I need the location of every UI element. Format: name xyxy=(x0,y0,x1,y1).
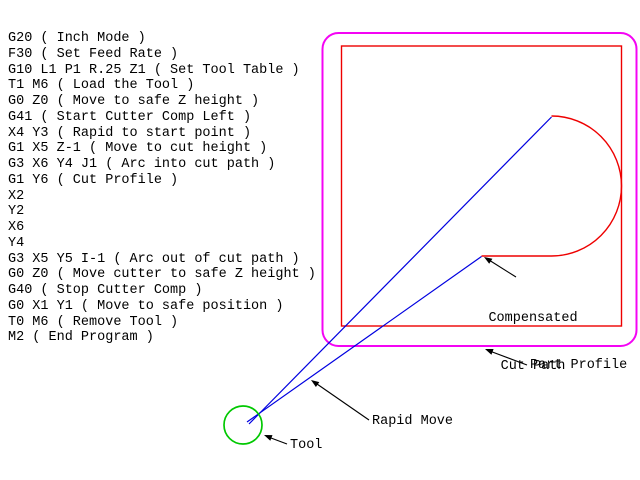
gcode-line: G1 Y6 ( Cut Profile ) xyxy=(8,172,179,188)
rapid-move-arrow-head xyxy=(311,380,320,387)
label-compensated-cut-path-line2: Cut Path xyxy=(500,358,566,374)
gcode-line: G10 L1 P1 R.25 Z1 ( Set Tool Table ) xyxy=(8,62,300,78)
return-move-line xyxy=(248,116,552,425)
gcode-line: T1 M6 ( Load the Tool ) xyxy=(8,78,195,94)
gcode-line: F30 ( Set Feed Rate ) xyxy=(8,46,179,62)
gcode-listing: G20 ( Inch Mode )F30 ( Set Feed Rate )G1… xyxy=(8,31,316,346)
gcode-line: T0 M6 ( Remove Tool ) xyxy=(8,314,179,330)
gcode-line: G3 X6 Y4 J1 ( Arc into cut path ) xyxy=(8,157,276,172)
tool-arrow-head xyxy=(264,435,273,441)
label-compensated-cut-path: Compensated Cut Path xyxy=(443,280,623,406)
label-part-profile: Part Profile xyxy=(530,358,628,373)
gcode-line: G41 ( Start Cutter Comp Left ) xyxy=(8,109,252,125)
label-tool: Tool xyxy=(290,438,323,453)
compensated-arrow-line xyxy=(488,259,517,278)
gcode-line: Y4 xyxy=(8,235,25,251)
gcode-line: X2 xyxy=(8,188,25,204)
gcode-line: G3 X5 Y5 I-1 ( Arc out of cut path ) xyxy=(8,251,300,267)
cut-path-lead-in-arc xyxy=(481,115,623,257)
label-compensated-cut-path-line1: Compensated xyxy=(488,311,578,327)
gcode-line: G0 Z0 ( Move to safe Z height ) xyxy=(8,94,260,109)
label-rapid-move: Rapid Move xyxy=(372,414,454,429)
part-profile-outline xyxy=(321,32,638,347)
gcode-line: G1 X5 Z-1 ( Move to cut height ) xyxy=(8,141,268,157)
gcode-line: X6 xyxy=(8,220,25,235)
rapid-move-line xyxy=(246,256,482,423)
gcode-line: G0 X1 Y1 ( Move to safe position ) xyxy=(8,298,284,314)
tool-circle xyxy=(223,405,263,445)
gcode-line: X4 Y3 ( Rapid to start point ) xyxy=(8,125,252,141)
gcode-line: Y2 xyxy=(8,204,25,220)
gcode-line: G40 ( Stop Cutter Comp ) xyxy=(8,283,203,298)
gcode-line: M2 ( End Program ) xyxy=(8,330,154,346)
part-profile-arrow-line xyxy=(490,350,528,366)
gcode-line: G0 Z0 ( Move cutter to safe Z height ) xyxy=(8,267,316,283)
compensated-arrow-head xyxy=(484,257,493,264)
gcode-line: G20 ( Inch Mode ) xyxy=(8,31,146,46)
rapid-move-arrow-line xyxy=(316,383,370,421)
part-profile-arrow-head xyxy=(485,349,494,355)
tool-arrow-line xyxy=(270,437,288,445)
